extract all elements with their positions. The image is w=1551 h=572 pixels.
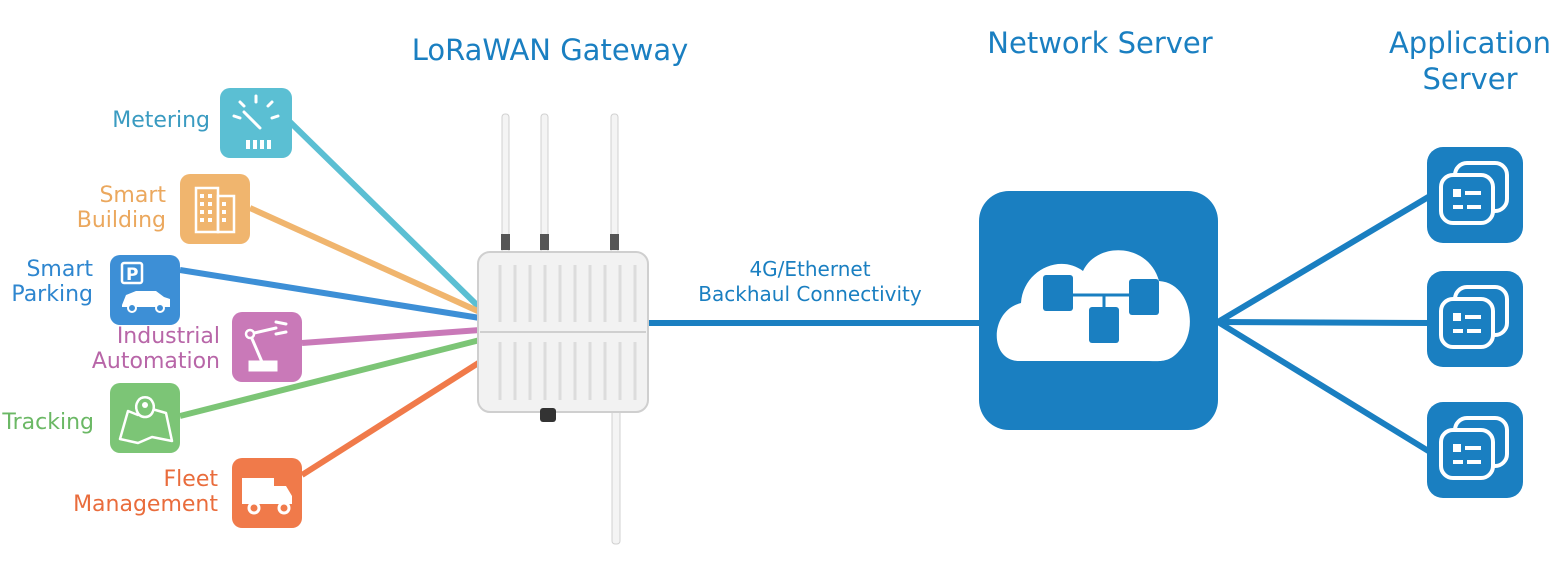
gateway-enclosure [477,251,649,422]
application-server-title-line2: Server [1422,62,1518,96]
link-industrial [301,327,481,346]
network-server-tile [979,191,1218,430]
label-smart-parking: Smart Parking [0,257,93,307]
link-app-3 [1216,319,1432,455]
cloud-network-icon [996,250,1190,362]
application-server-2 [1427,271,1523,367]
backhaul-label-line1: 4G/Ethernet [749,257,871,281]
label-industrial-automation: Industrial Automation [60,324,220,374]
label-tracking-line1: Tracking [2,410,94,435]
parking-car-icon: P [120,261,170,313]
metering-tile [220,88,292,158]
label-fleet-line2: Management [73,492,218,517]
label-industrial-line1: Industrial [116,324,220,349]
smart-building-tile [180,174,250,244]
link-app-1 [1216,193,1432,325]
tracking-tile [110,383,180,453]
smart-parking-tile: P [110,255,180,325]
application-server-title-line1: Application [1388,26,1551,60]
label-smart-building: Smart Building [40,183,166,233]
label-tracking: Tracking [0,410,94,435]
label-fleet-management: Fleet Management [40,467,218,517]
app-window-icon [1439,285,1509,349]
label-smart-parking-line1: Smart [26,257,93,282]
label-metering: Metering [60,108,210,133]
backhaul-label: 4G/Ethernet Backhaul Connectivity [680,257,940,307]
application-server-1 [1427,147,1523,243]
label-smart-parking-line2: Parking [11,282,93,307]
truck-icon [242,478,292,515]
label-smart-building-line2: Building [76,208,166,233]
link-smart-building [248,205,482,315]
app-window-icon [1439,161,1509,225]
network-server-title: Network Server [987,26,1213,60]
industrial-automation-tile [232,312,302,382]
link-metering [287,119,483,311]
label-industrial-line2: Automation [91,349,220,374]
fleet-management-tile [232,458,302,528]
gateway-device [477,113,649,545]
svg-text:P: P [126,265,138,285]
meter-dial-icon [232,94,280,149]
gateway-title: LoRaWAN Gateway [411,33,689,67]
link-smart-parking [179,267,481,321]
link-tracking [179,337,481,419]
application-server-title: Application Server [1380,25,1551,97]
backhaul-label-line2: Backhaul Connectivity [698,282,922,306]
link-fleet [300,359,482,478]
application-server-3 [1427,402,1523,498]
label-metering-line1: Metering [112,108,210,133]
app-window-icon [1439,416,1509,480]
link-app-2 [1217,319,1431,326]
map-pin-icon [118,396,174,445]
building-icon [194,186,236,234]
label-fleet-line1: Fleet [163,467,218,492]
label-smart-building-line1: Smart [99,183,166,208]
robot-arm-icon [244,320,288,372]
